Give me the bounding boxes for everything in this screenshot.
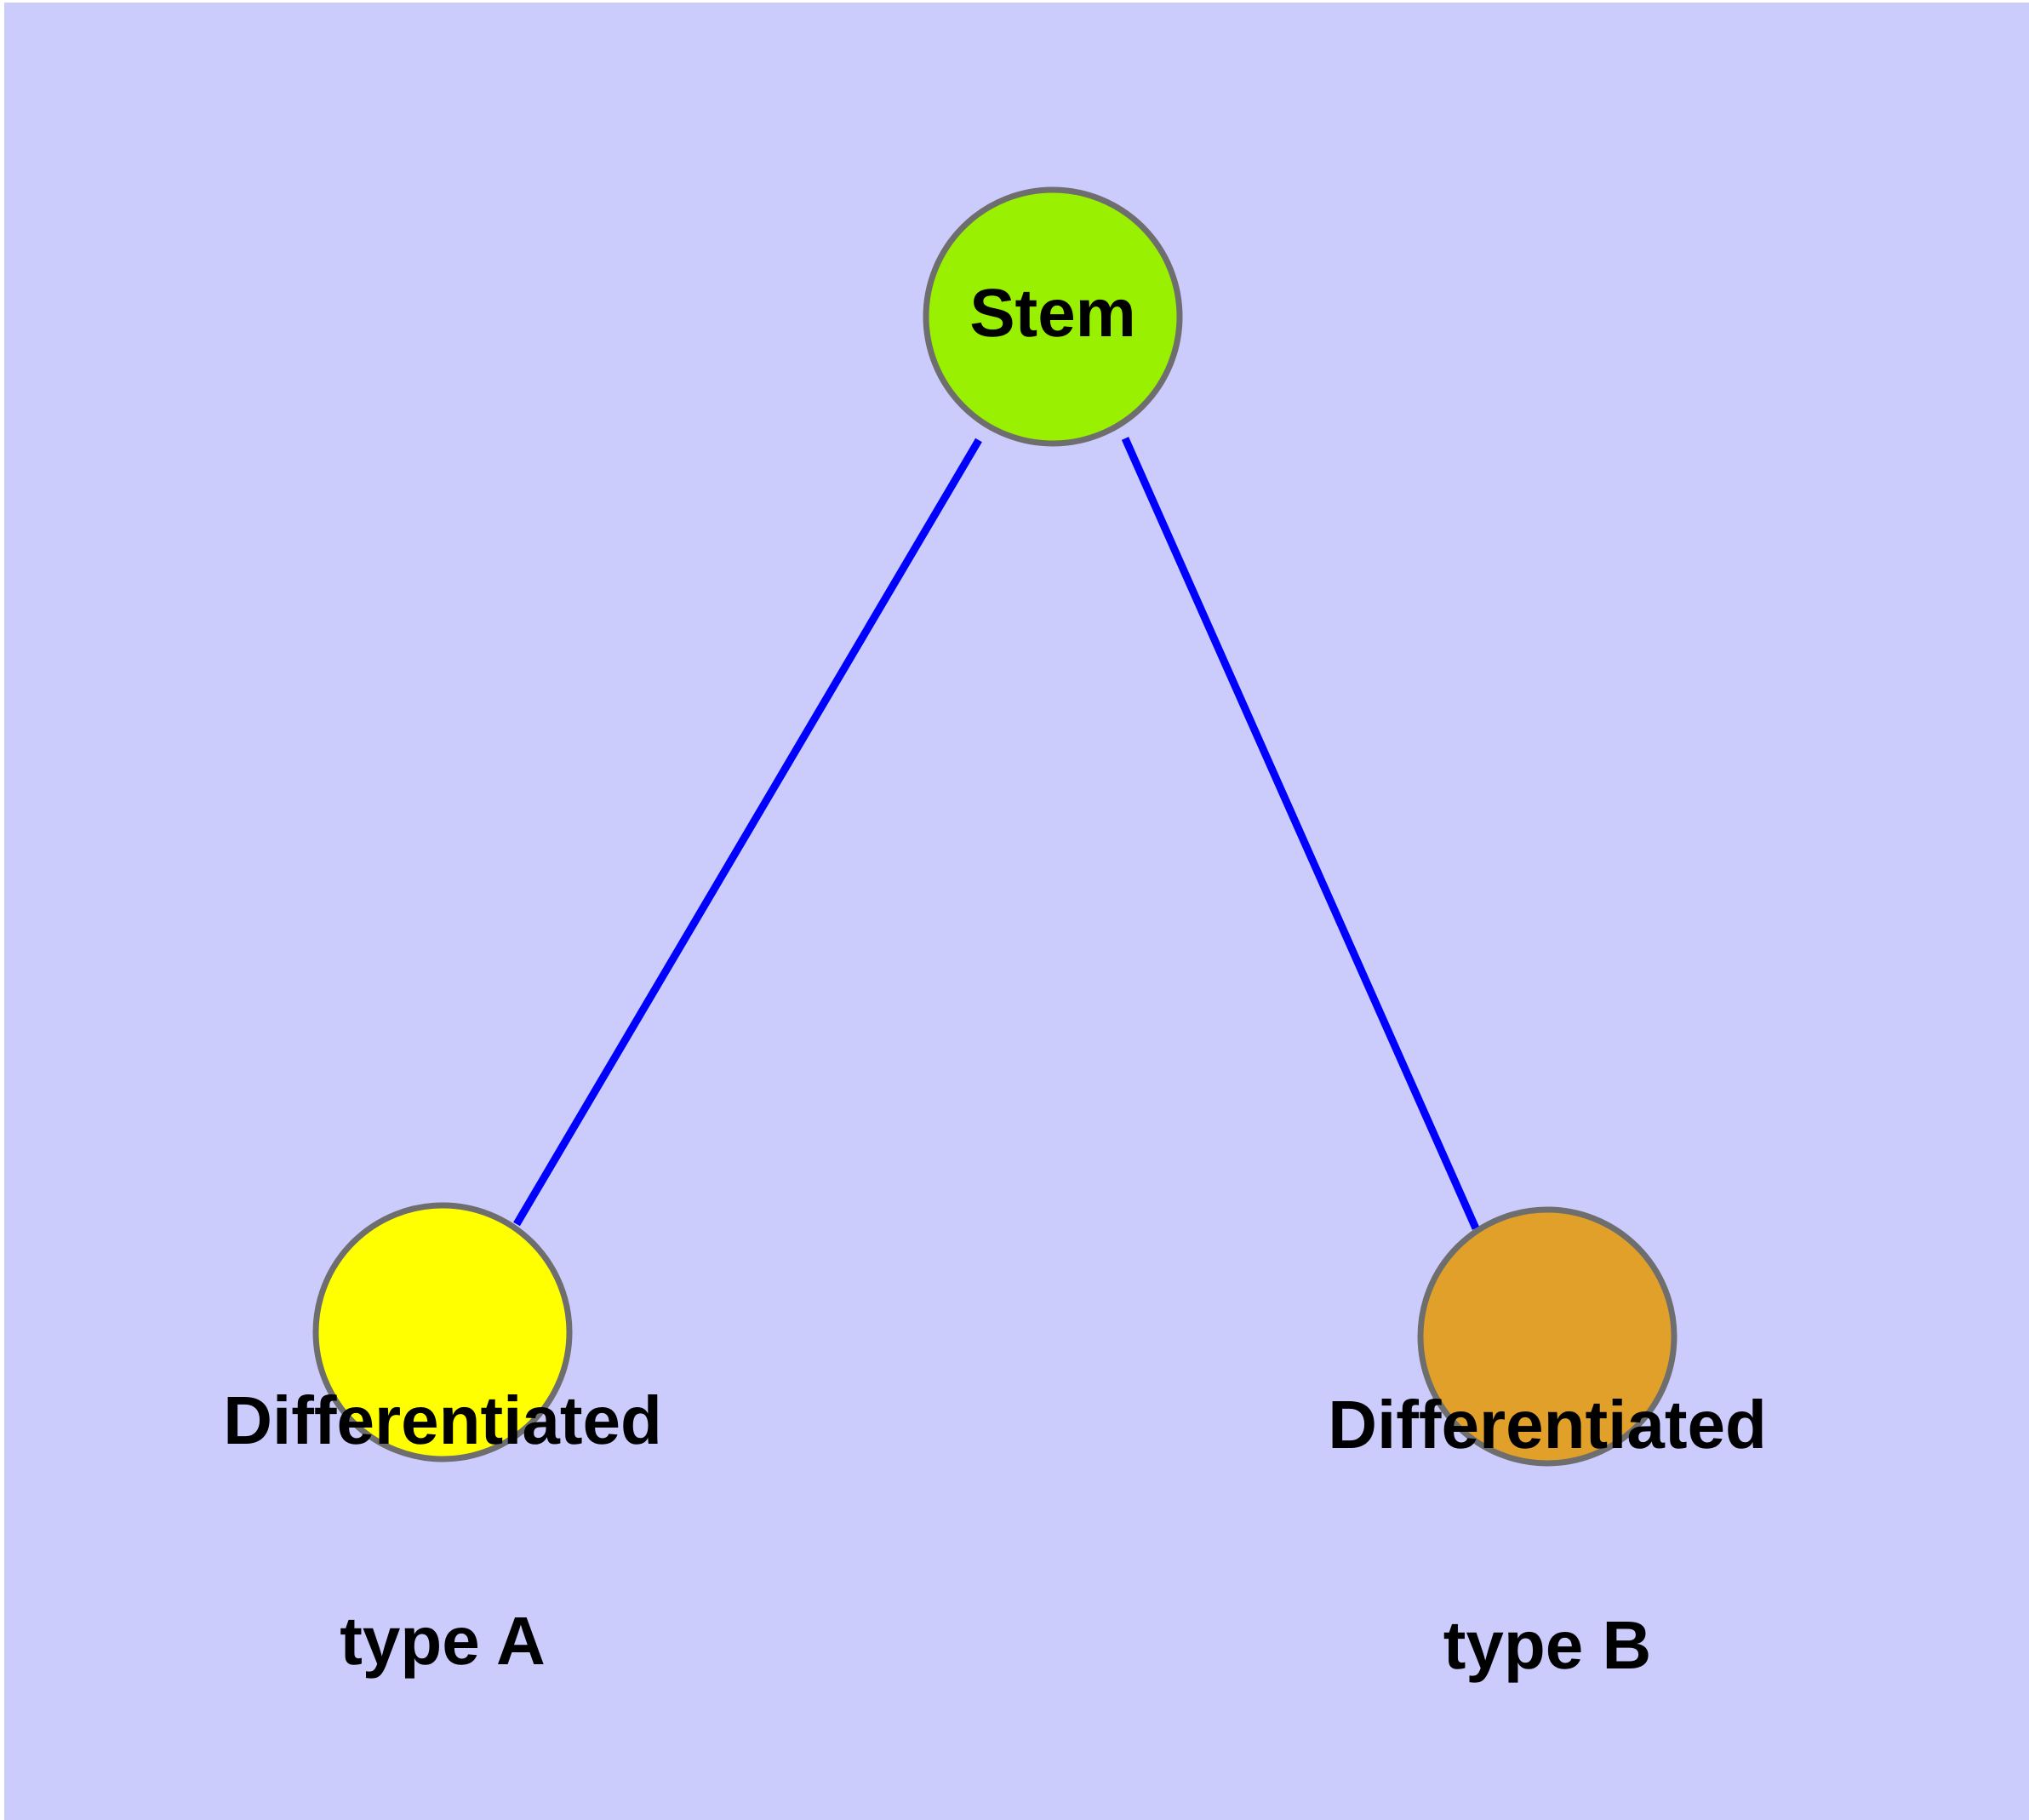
node-layer: [312, 186, 1677, 1467]
edge-layer: [513, 437, 1480, 1230]
node-diff-b[interactable]: [1417, 1206, 1677, 1467]
edge-stem-to-diff-a[interactable]: [513, 438, 982, 1227]
node-diff-a[interactable]: [312, 1202, 573, 1462]
node-stem[interactable]: [923, 186, 1183, 447]
edge-stem-to-diff-b[interactable]: [1121, 437, 1480, 1230]
